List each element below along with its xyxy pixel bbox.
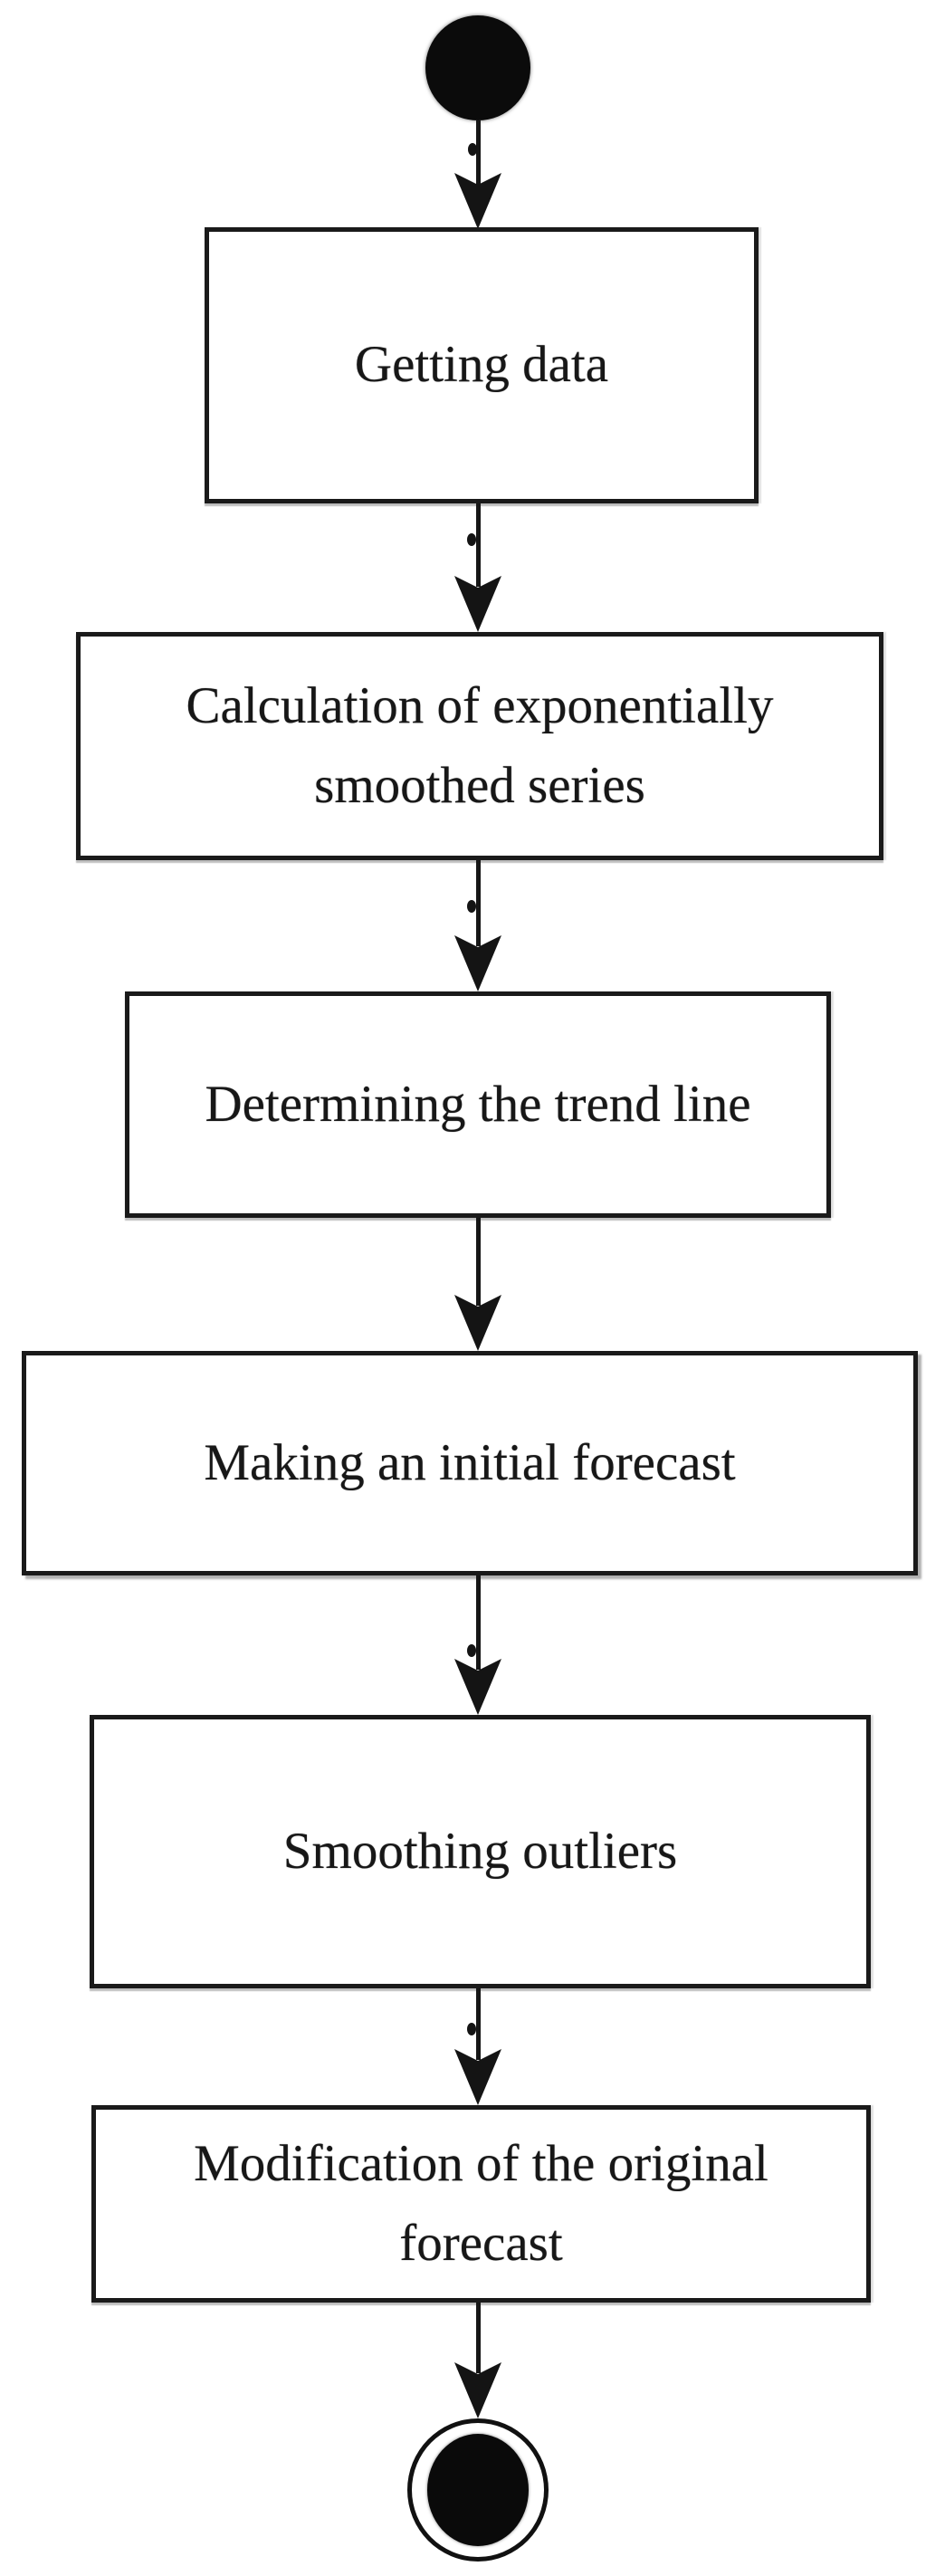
scan-artifact-dot	[467, 1644, 476, 1657]
activity-box-smoothing-outliers: Smoothing outliers	[90, 1715, 871, 1988]
activity-box-trend-line: Determining the trend line	[125, 991, 831, 1218]
end-node-inner-dot	[427, 2434, 529, 2546]
activity-box-modification-forecast: Modification of the original forecast	[91, 2105, 871, 2303]
flow-arrow-line	[476, 1988, 481, 2060]
arrowhead-icon	[454, 173, 501, 229]
flow-arrow-line	[476, 1218, 481, 1306]
activity-box-exponential-smoothing: Calculation of exponentially smoothed se…	[76, 632, 883, 860]
flow-arrow-line	[476, 1575, 481, 1670]
activity-label: Smoothing outliers	[282, 1822, 678, 1880]
arrowhead-icon	[454, 1659, 501, 1715]
scan-artifact-dot	[467, 533, 476, 546]
activity-box-initial-forecast: Making an initial forecast	[22, 1351, 918, 1575]
end-node-icon	[407, 2418, 549, 2562]
scan-artifact-dot	[467, 900, 476, 913]
arrowhead-icon	[454, 1295, 501, 1351]
flow-arrow-line	[476, 503, 481, 587]
arrowhead-icon	[454, 935, 501, 991]
activity-label: Getting data	[354, 336, 609, 394]
activity-label: Making an initial forecast	[204, 1433, 736, 1491]
start-node-icon	[425, 15, 530, 120]
flow-arrow-line	[476, 2303, 481, 2373]
activity-label: Calculation of exponentially smoothed se…	[186, 676, 774, 814]
scan-artifact-dot	[467, 2023, 476, 2035]
activity-label: Determining the trend line	[205, 1075, 751, 1133]
activity-label: Modification of the original forecast	[194, 2134, 768, 2272]
arrowhead-icon	[454, 2049, 501, 2105]
arrowhead-icon	[454, 576, 501, 632]
activity-box-getting-data: Getting data	[205, 227, 759, 503]
scan-artifact-dot	[468, 143, 477, 156]
flow-arrow-line	[476, 860, 481, 946]
arrowhead-icon	[454, 2362, 501, 2418]
flow-arrow-line	[476, 120, 481, 186]
